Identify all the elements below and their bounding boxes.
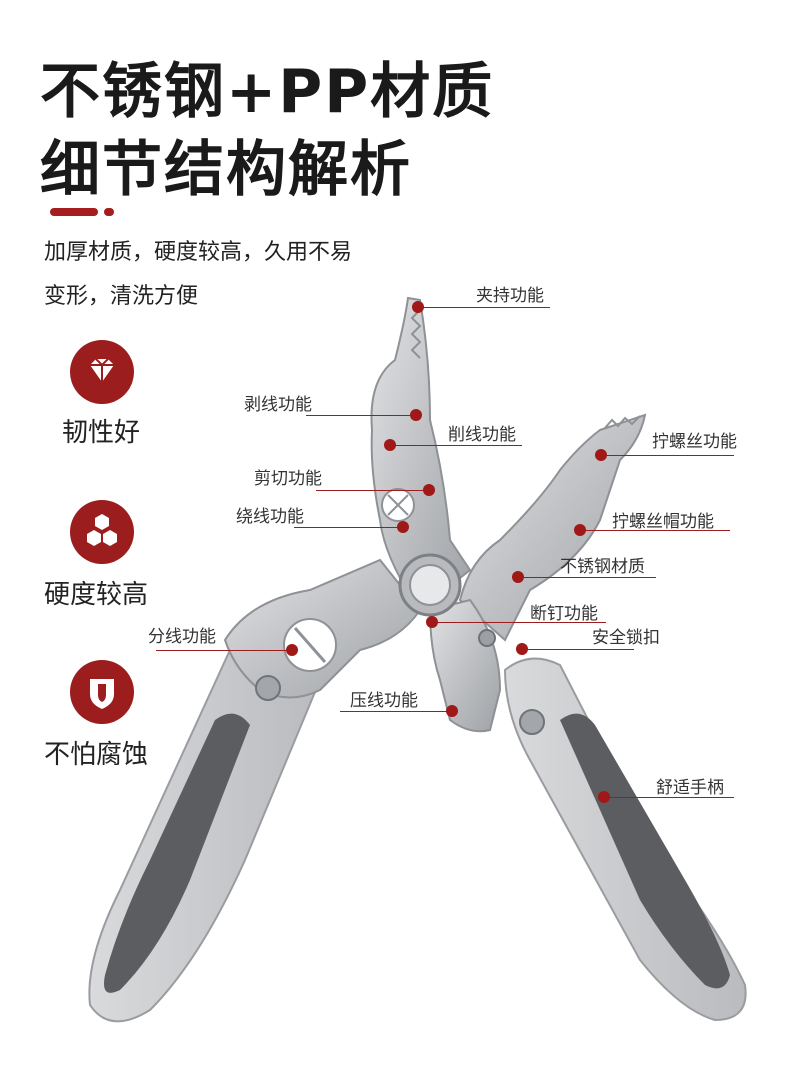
shield-icon <box>70 660 134 724</box>
callout-clamp: 夹持功能 <box>476 286 544 306</box>
page-title-line2: 细节结构解析 <box>40 135 412 205</box>
callout-lock: 安全锁扣 <box>592 628 660 648</box>
marker-clamp <box>412 301 424 313</box>
intro-line1: 加厚材质，硬度较高，久用不易 <box>44 240 353 265</box>
callout-nut: 拧螺丝帽功能 <box>612 512 714 532</box>
leader-clamp <box>418 307 550 308</box>
marker-crimp <box>446 705 458 717</box>
marker-strip <box>410 409 422 421</box>
callout-crimp: 压线功能 <box>350 691 418 711</box>
leader-strip <box>306 415 418 416</box>
callout-cut: 剪切功能 <box>254 469 322 489</box>
callout-strip: 剥线功能 <box>244 395 312 415</box>
leader-split <box>156 650 292 651</box>
leader-handle <box>604 797 734 798</box>
leader-screw <box>600 455 734 456</box>
leader-steel <box>520 577 656 578</box>
callout-steel: 不锈钢材质 <box>560 557 645 577</box>
leader-lock <box>522 649 634 650</box>
marker-nail <box>426 616 438 628</box>
diamond-icon <box>70 340 134 404</box>
leader-shave <box>388 445 522 446</box>
marker-split <box>286 644 298 656</box>
accent-dot <box>104 208 114 216</box>
marker-shave <box>384 439 396 451</box>
callout-split: 分线功能 <box>148 627 216 647</box>
callout-screw: 拧螺丝功能 <box>652 432 737 452</box>
feature-label-toughness: 韧性好 <box>62 418 141 448</box>
callout-shave: 削线功能 <box>448 425 516 445</box>
accent-bar <box>50 208 98 216</box>
leader-nut <box>580 530 730 531</box>
leader-cut <box>316 490 428 491</box>
intro-line2: 变形，清洗方便 <box>44 284 199 309</box>
marker-handle <box>598 791 610 803</box>
marker-screw <box>595 449 607 461</box>
marker-steel <box>512 571 524 583</box>
marker-cut <box>423 484 435 496</box>
feature-label-corrosion: 不怕腐蚀 <box>44 740 149 770</box>
hexagons-icon <box>70 500 134 564</box>
marker-nut <box>574 524 586 536</box>
callout-wind: 绕线功能 <box>236 507 304 527</box>
leader-crimp <box>340 711 452 712</box>
leader-wind <box>294 527 404 528</box>
callout-nail: 断钉功能 <box>530 604 598 624</box>
page-title-line1: 不锈钢+PP材质 <box>40 57 495 127</box>
marker-wind <box>397 521 409 533</box>
callout-handle: 舒适手柄 <box>656 778 724 798</box>
feature-label-hardness: 硬度较高 <box>44 580 149 610</box>
marker-lock <box>516 643 528 655</box>
leader-nail <box>432 622 606 623</box>
